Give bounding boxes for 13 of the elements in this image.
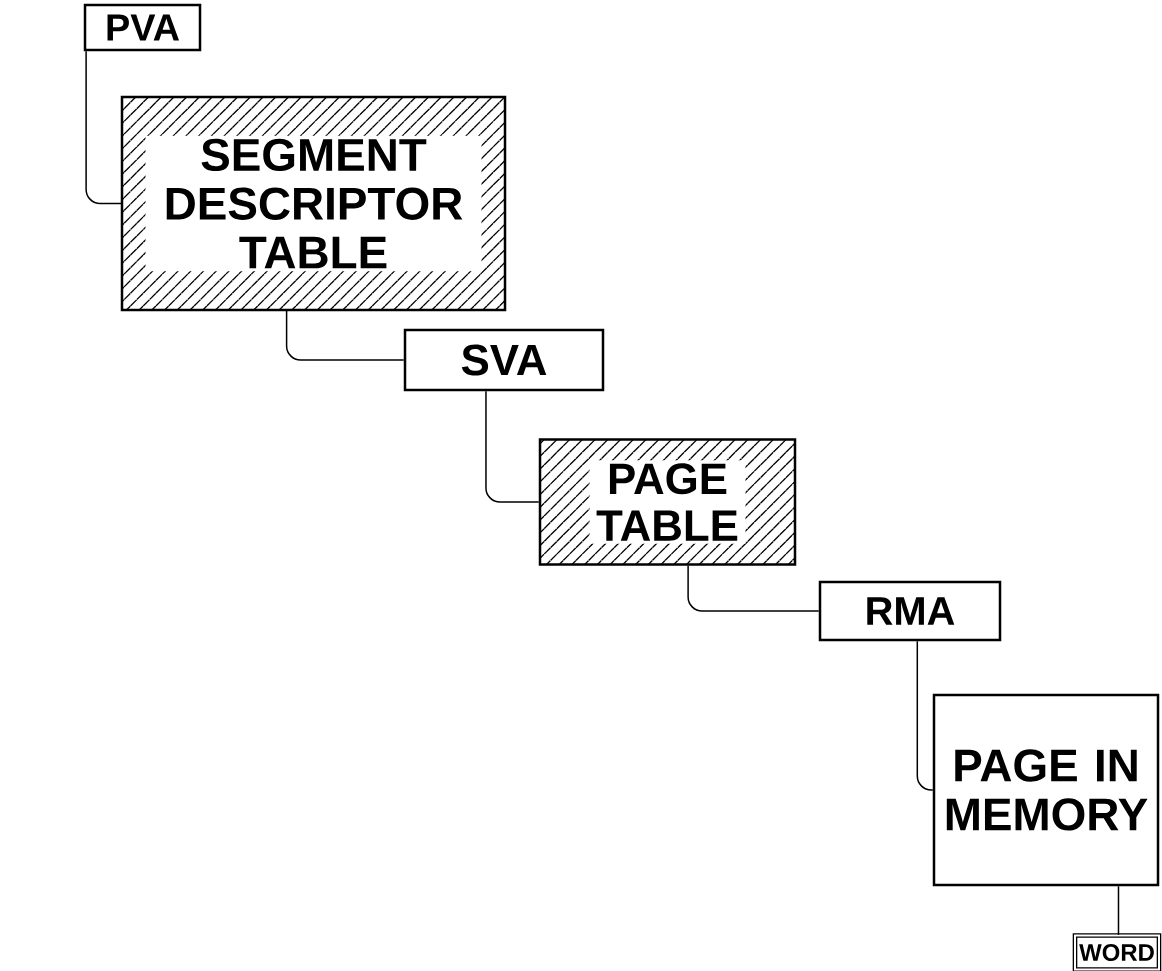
- table-box: PAGE TABLE: [538, 438, 797, 566]
- label-box: RMA: [818, 580, 1002, 642]
- connector-line: [485, 390, 540, 503]
- connector-line: [1117, 885, 1120, 936]
- connector-line: [687, 565, 820, 612]
- label-box: PVA: [83, 3, 202, 52]
- connector-line: [916, 640, 934, 791]
- label-box: WORD: [1072, 933, 1162, 971]
- table-box: SEGMENT DESCRIPTOR TABLE: [120, 95, 507, 312]
- connector-line: [285, 309, 405, 361]
- label-box: SVA: [403, 328, 605, 392]
- connector-line: [85, 50, 123, 205]
- label-box: PAGE IN MEMORY: [932, 693, 1160, 887]
